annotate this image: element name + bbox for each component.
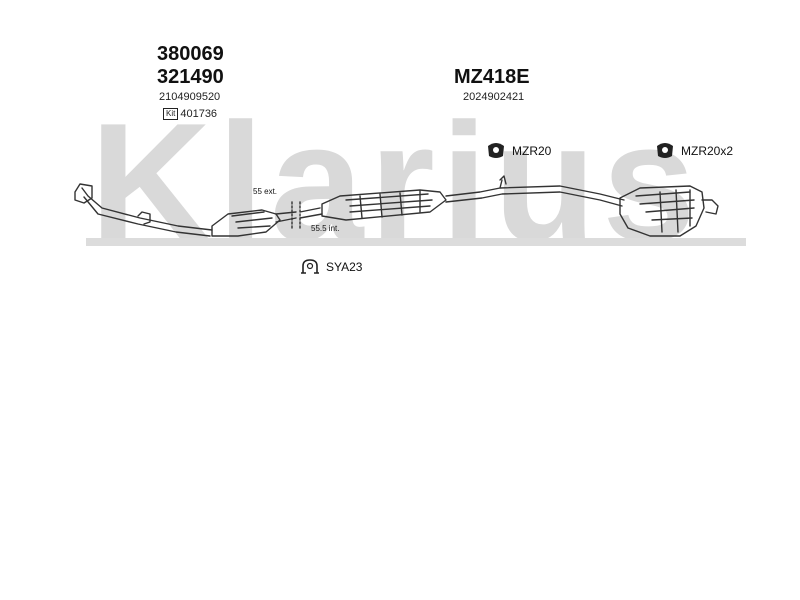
fitting-mzr20x2: MZR20x2 <box>655 142 733 160</box>
fitting-mzr20-label: MZR20 <box>512 144 552 158</box>
front-bracket <box>137 211 151 225</box>
tail-pipe <box>701 199 719 215</box>
dimension-int: 55.5 int. <box>311 224 340 233</box>
fitting-sya23-label: SYA23 <box>326 260 363 274</box>
catalytic-converter <box>211 209 281 237</box>
part-code-380069: 380069 <box>157 43 224 65</box>
watermark-underline <box>86 238 746 246</box>
kit-number: 401736 <box>180 108 218 120</box>
center-hanger <box>499 175 507 185</box>
fitting-sya23: SYA23 <box>300 258 362 276</box>
clamp-icon <box>301 259 319 274</box>
rear-silencer <box>619 185 705 237</box>
rubber-mount-icon <box>488 143 504 158</box>
front-pipe <box>81 187 213 231</box>
manifold-flange <box>74 183 93 204</box>
intermediate-pipe <box>445 179 623 207</box>
kit-badge: Kit <box>163 108 179 120</box>
kit-row: Kit 401736 <box>163 108 217 120</box>
joint-marker <box>291 201 301 231</box>
oem-number-front: 2104909520 <box>159 91 221 103</box>
part-code-321490: 321490 <box>157 66 224 88</box>
fitting-mzr20: MZR20 <box>486 142 551 160</box>
part-code-mz418e: MZ418E <box>454 66 530 88</box>
rubber-mount-icon <box>657 143 673 158</box>
fitting-mzr20x2-label: MZR20x2 <box>681 144 734 158</box>
middle-silencer <box>321 189 447 221</box>
dimension-ext: 55 ext. <box>253 187 278 196</box>
oem-number-rear: 2024902421 <box>463 91 525 103</box>
